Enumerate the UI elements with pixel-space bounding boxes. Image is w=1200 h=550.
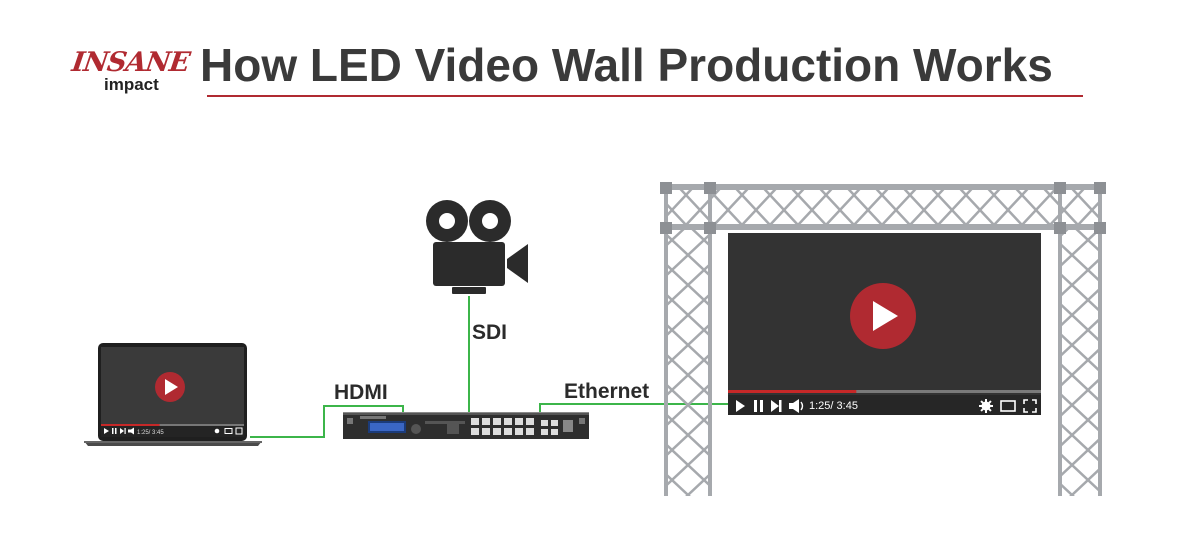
play-icon[interactable] (736, 400, 745, 412)
gear-icon[interactable] (979, 399, 993, 413)
video-controls (736, 399, 1037, 413)
insane-impact-logo: INSANE impact (70, 47, 191, 98)
ethernet-label: Ethernet (564, 380, 650, 403)
camera-icon (426, 200, 528, 294)
video-progress-fill[interactable] (728, 390, 857, 393)
hdmi-cable (250, 405, 404, 438)
led-video-wall (728, 233, 1041, 415)
video-progress-track (728, 390, 1041, 393)
video-processor (343, 412, 589, 439)
fullscreen-icon[interactable] (1023, 399, 1037, 413)
video-time: 1:25/ 3:45 (809, 400, 858, 412)
laptop-video-time: 1:25/ 3:45 (137, 430, 164, 436)
hdmi-label: HDMI (334, 381, 388, 404)
theater-icon[interactable] (1000, 400, 1016, 412)
truss-structure (660, 182, 1106, 496)
play-icon (873, 301, 898, 331)
laptop-progress-fill (101, 424, 160, 426)
processor-buttons (471, 418, 558, 435)
sdi-label: SDI (472, 321, 508, 344)
title-underline (207, 95, 1083, 97)
page-title: How LED Video Wall Production Works (200, 39, 1053, 91)
volume-icon[interactable] (789, 399, 804, 413)
laptop-progress-track (101, 424, 244, 426)
skip-icon[interactable] (771, 400, 782, 412)
pause-icon[interactable] (754, 400, 763, 412)
logo-line-2: impact (104, 75, 159, 94)
laptop (84, 343, 262, 446)
laptop-controls (104, 427, 243, 435)
